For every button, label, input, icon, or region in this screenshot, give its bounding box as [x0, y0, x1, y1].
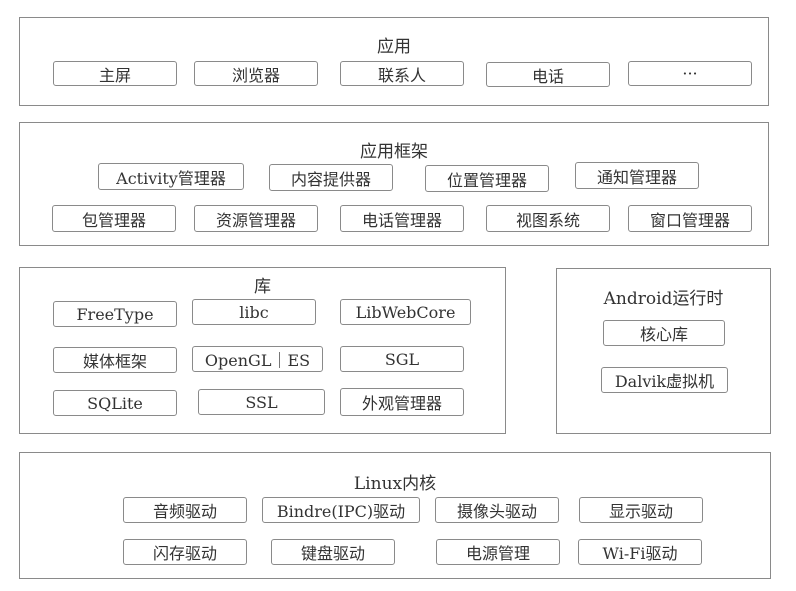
content-provider: 内容提供器 — [269, 164, 393, 191]
kernel-layer-title: Linux内核 — [353, 474, 437, 494]
wifi-driver: Wi-Fi驱动 — [578, 539, 702, 565]
package-manager: 包管理器 — [52, 205, 176, 232]
binder-ipc-driver: Bindre(IPC)驱动 — [262, 497, 420, 523]
lib-libwebcore: LibWebCore — [340, 299, 471, 325]
app-contacts: 联系人 — [340, 61, 464, 86]
lib-surface-manager: 外观管理器 — [340, 388, 464, 416]
applications-layer-title: 应用 — [377, 37, 411, 57]
runtime-layer-title: Android运行时 — [603, 289, 724, 309]
audio-driver: 音频驱动 — [123, 497, 247, 523]
lib-libc: libc — [192, 299, 316, 325]
power-management: 电源管理 — [436, 539, 560, 565]
app-browser: 浏览器 — [194, 61, 318, 86]
keyboard-driver: 键盘驱动 — [271, 539, 395, 565]
view-system: 视图系统 — [486, 205, 610, 232]
lib-media-framework: 媒体框架 — [53, 347, 177, 373]
flash-memory-driver: 闪存驱动 — [123, 539, 247, 565]
libraries-layer-title: 库 — [254, 277, 271, 297]
app-home-screen: 主屏 — [53, 61, 177, 86]
resource-manager: 资源管理器 — [194, 205, 318, 232]
telephony-manager: 电话管理器 — [340, 205, 464, 232]
window-manager: 窗口管理器 — [628, 205, 752, 232]
location-manager: 位置管理器 — [425, 165, 549, 192]
activity-manager: Activity管理器 — [98, 163, 244, 190]
lib-sqlite: SQLite — [53, 390, 177, 416]
notification-manager: 通知管理器 — [575, 162, 699, 189]
lib-sgl: SGL — [340, 346, 464, 372]
lib-opengl-es: OpenGL｜ES — [192, 346, 323, 372]
lib-ssl: SSL — [198, 389, 325, 415]
framework-layer-title: 应用框架 — [360, 142, 428, 162]
camera-driver: 摄像头驱动 — [435, 497, 559, 523]
dalvik-vm: Dalvik虚拟机 — [601, 367, 728, 393]
lib-freetype: FreeType — [53, 301, 177, 327]
runtime-layer: Android运行时 — [556, 268, 771, 434]
display-driver: 显示驱动 — [579, 497, 703, 523]
app-more: ··· — [628, 61, 752, 86]
core-libraries: 核心库 — [603, 320, 725, 346]
app-phone: 电话 — [486, 62, 610, 87]
